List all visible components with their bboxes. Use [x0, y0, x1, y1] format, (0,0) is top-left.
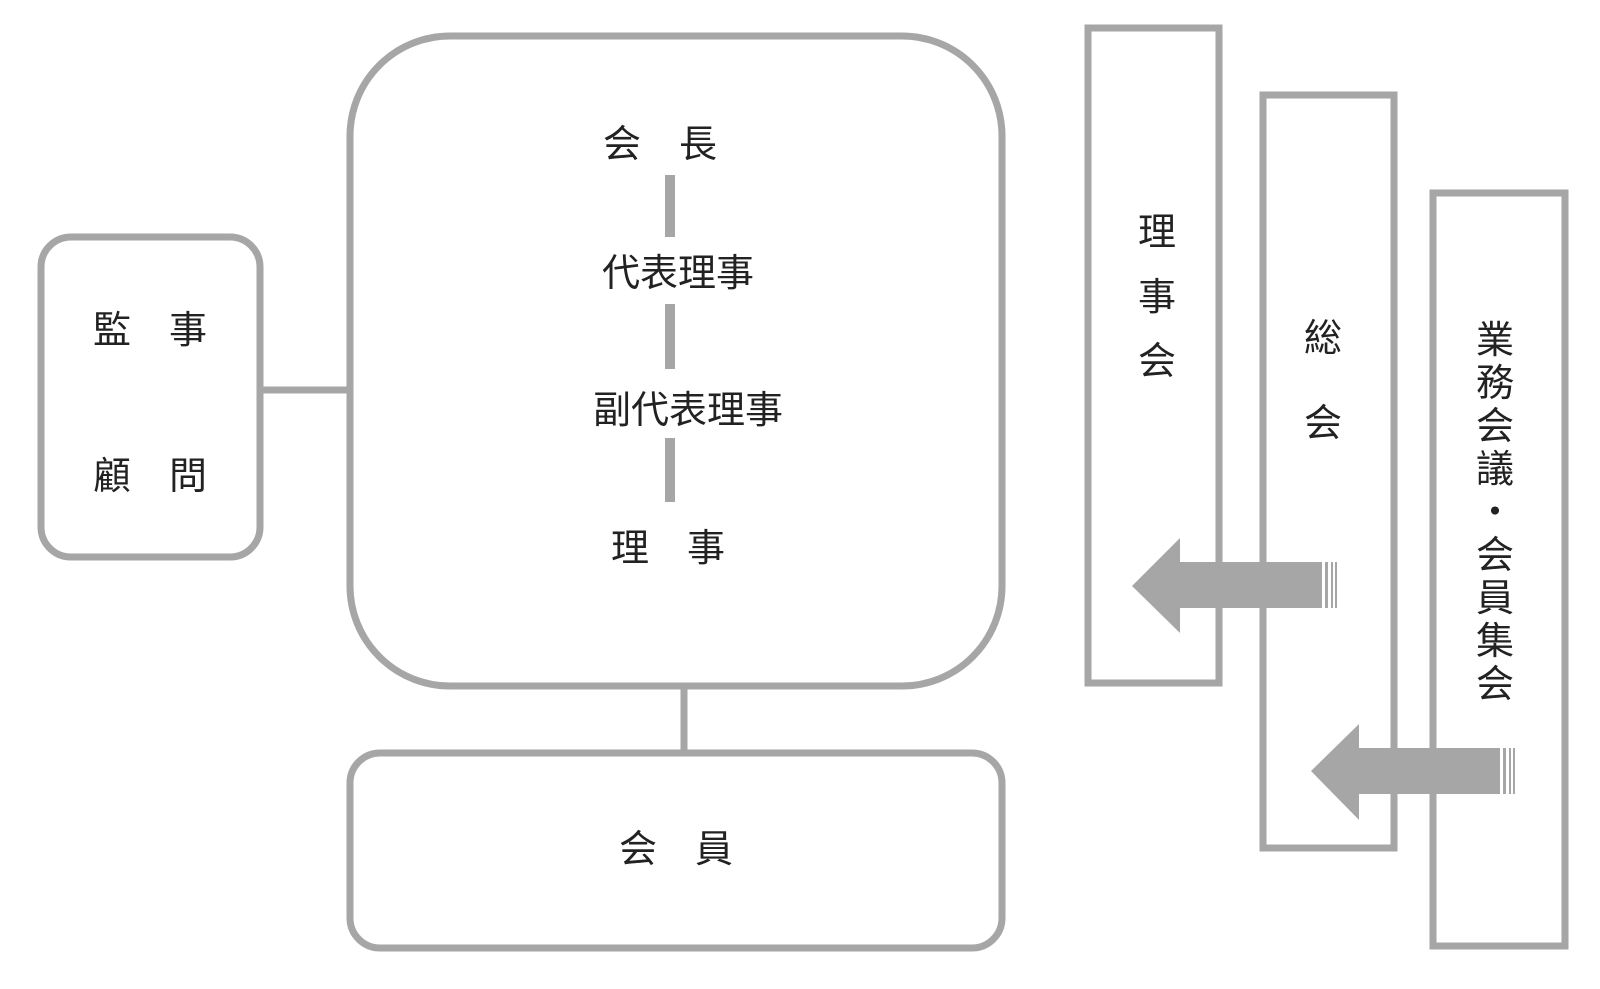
svg-text:会: 会 — [1476, 404, 1514, 448]
svg-text:会: 会 — [1476, 662, 1514, 706]
svg-text:会: 会 — [1304, 401, 1342, 445]
board-meeting-box — [1084, 24, 1223, 687]
general-meeting-label: 総 会 — [1304, 316, 1342, 445]
role-director: 理 事 — [611, 526, 725, 570]
role-president: 会 長 — [603, 122, 717, 166]
svg-text:業: 業 — [1476, 318, 1514, 362]
leadership-box — [346, 32, 1006, 690]
advisors-box — [37, 233, 264, 561]
arrow-general-to-board — [1132, 538, 1337, 633]
auditor-label: 監 事 — [93, 308, 207, 352]
svg-text:総: 総 — [1304, 316, 1342, 360]
svg-text:議: 議 — [1476, 447, 1514, 491]
svg-text:員: 員 — [1476, 576, 1514, 620]
svg-text:務: 務 — [1476, 361, 1514, 405]
svg-text:会: 会 — [1138, 339, 1176, 383]
business-meeting-box — [1429, 189, 1569, 950]
svg-text:集: 集 — [1476, 619, 1514, 663]
svg-text:会: 会 — [1476, 533, 1514, 577]
role-representative-director: 代表理事 — [602, 251, 754, 295]
members-box — [346, 749, 1006, 952]
board-meeting-label: 理 事 会 — [1138, 210, 1176, 383]
svg-text:理: 理 — [1138, 210, 1176, 254]
svg-text:事: 事 — [1138, 275, 1176, 319]
advisor-label: 顧 問 — [93, 454, 207, 498]
arrow-business-to-general — [1311, 724, 1515, 820]
business-meeting-label: 業 務 会 議 ・ 会 員 集 会 — [1476, 318, 1514, 706]
general-meeting-box — [1259, 91, 1398, 852]
members-label: 会 員 — [619, 827, 733, 871]
role-vice-representative-director: 副代表理事 — [593, 388, 783, 432]
svg-text:・: ・ — [1476, 490, 1514, 534]
